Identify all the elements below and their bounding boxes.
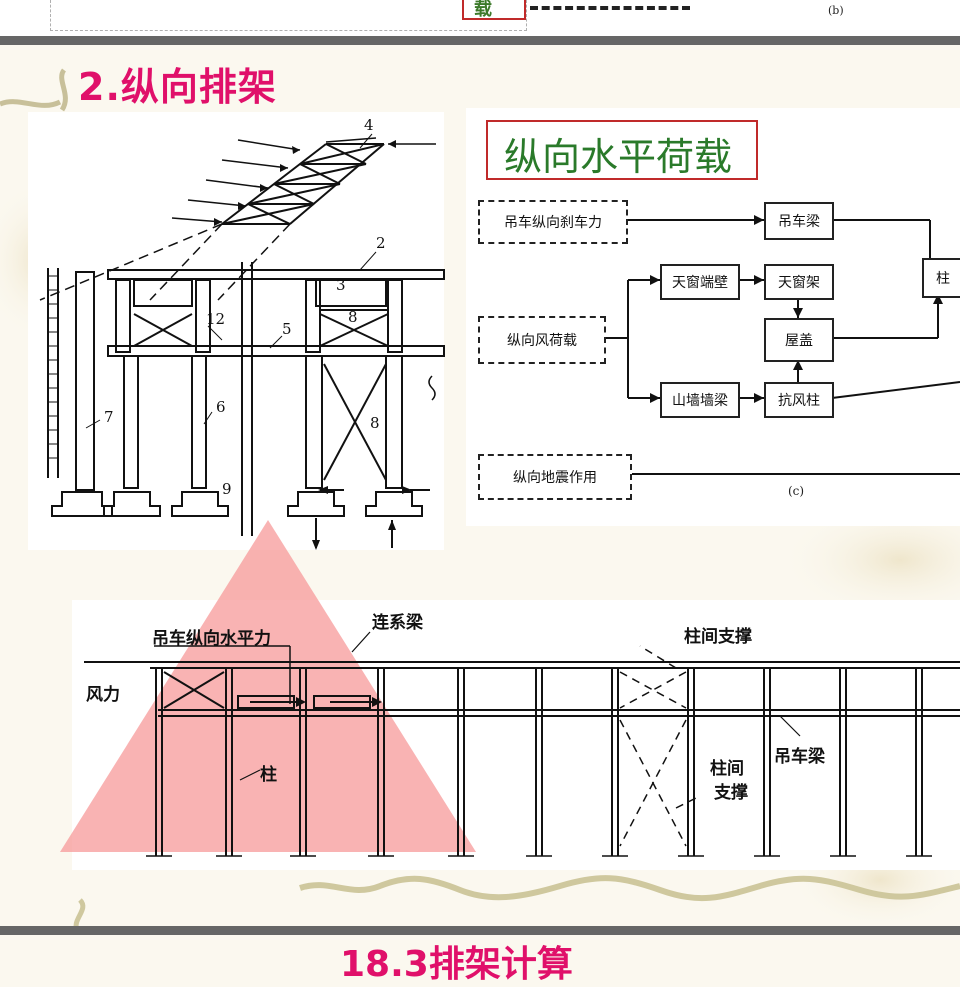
source-seismic-action: 纵向地震作用 (478, 454, 632, 500)
label-column: 柱 (260, 765, 277, 785)
figure-a-panel (28, 112, 444, 550)
part-number-7: 7 (104, 408, 114, 426)
label-crane-beam: 吊车梁 (774, 747, 825, 767)
label-column-bracing-top: 柱间支撑 (684, 627, 752, 647)
source-crane-brake-force: 吊车纵向刹车力 (478, 200, 628, 244)
label-tie-beam: 连系梁 (372, 613, 423, 633)
part-number-2: 2 (376, 234, 386, 252)
label-wind-force: 风力 (86, 685, 120, 705)
longitudinal-frame-drawing (39, 133, 445, 550)
previous-slide-label-box: 载 (462, 0, 526, 20)
part-number-6: 6 (216, 398, 226, 416)
node-column-partial: 柱 (922, 258, 960, 298)
label-column-bracing-1: 柱间 (710, 759, 744, 779)
label-crane-horizontal-force: 吊车纵向水平力 (152, 629, 271, 649)
part-number-8-lower: 8 (370, 414, 380, 432)
part-number-8-upper: 8 (348, 308, 358, 326)
source-longitudinal-wind: 纵向风荷载 (478, 316, 606, 364)
node-skylight-frame: 天窗架 (764, 264, 834, 300)
node-crane-beam: 吊车梁 (764, 202, 834, 240)
next-section-title: 18.3排架计算 (340, 944, 573, 985)
node-roof: 屋盖 (764, 318, 834, 362)
load-flow-connectors (604, 215, 960, 475)
load-title-box: 纵向水平荷载 (486, 120, 758, 180)
previous-slide-label: 载 (474, 0, 492, 20)
vine-decoration (0, 99, 62, 108)
previous-slide-frame (50, 0, 527, 31)
node-wind-resisting-column: 抗风柱 (764, 382, 834, 418)
longitudinal-bent-elevation (60, 520, 960, 857)
previous-slide-dashes (530, 0, 690, 10)
roof-truss (221, 143, 385, 225)
label-column-bracing-2: 支撑 (714, 783, 748, 803)
load-title: 纵向水平荷载 (504, 135, 733, 179)
part-number-5: 5 (282, 320, 292, 338)
slide-divider-bottom (0, 926, 960, 935)
part-number-12: 12 (206, 310, 226, 328)
highlight-triangle (60, 520, 476, 852)
part-number-3: 3 (336, 276, 346, 294)
columns (155, 668, 923, 856)
figure-label-b: (b) (828, 4, 844, 17)
section-title: 2.纵向排架 (78, 65, 277, 109)
figure-label-c: (c) (788, 484, 805, 498)
slide-divider-top (0, 36, 960, 45)
part-number-4: 4 (364, 116, 374, 134)
node-gable-wall-beam: 山墙墙梁 (660, 382, 740, 418)
part-number-9: 9 (222, 480, 232, 498)
node-skylight-end-wall: 天窗端壁 (660, 264, 740, 300)
